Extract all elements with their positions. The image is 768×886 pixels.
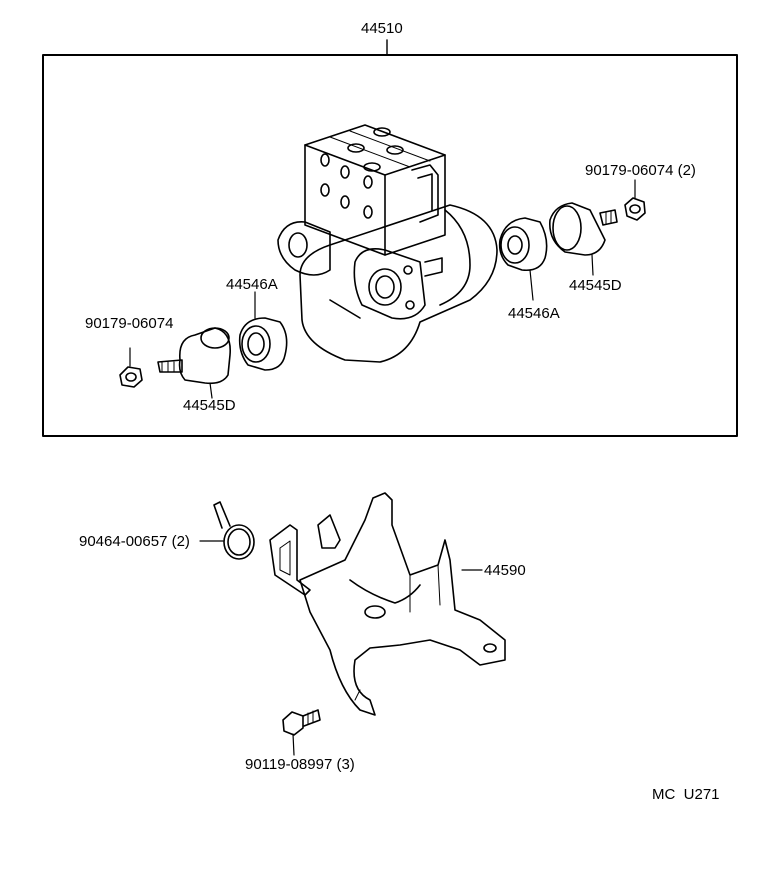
assembly-part-number: 44510	[361, 20, 403, 37]
callout-bolt: 90119-08997 (3)	[245, 756, 355, 773]
callout-cushion-left: 44546A	[226, 276, 278, 293]
hose-clamp-icon	[199, 501, 255, 560]
callout-clamp: 90464-00657 (2)	[79, 533, 190, 550]
mounting-bracket	[269, 492, 506, 716]
callout-mount-left: 44545D	[183, 397, 236, 414]
hex-nut-right-icon	[624, 179, 646, 221]
cushion-left-icon	[238, 291, 288, 371]
cushion-right-icon	[498, 217, 548, 301]
abs-actuator-unit	[277, 124, 498, 363]
callout-bracket: 44590	[484, 562, 526, 579]
callout-nut-left: 90179-06074	[85, 315, 174, 332]
callout-mount-right: 44545D	[569, 277, 622, 294]
rubber-mount-left-icon	[157, 327, 232, 399]
figure-code: MC U271	[652, 786, 720, 803]
callout-nut-right: 90179-06074 (2)	[585, 162, 696, 179]
assembly-frame	[42, 39, 738, 437]
rubber-mount-right-icon	[548, 202, 618, 276]
flange-bolt-icon	[282, 709, 321, 756]
callout-cushion-right: 44546A	[508, 305, 560, 322]
hex-nut-left-icon	[119, 347, 143, 388]
